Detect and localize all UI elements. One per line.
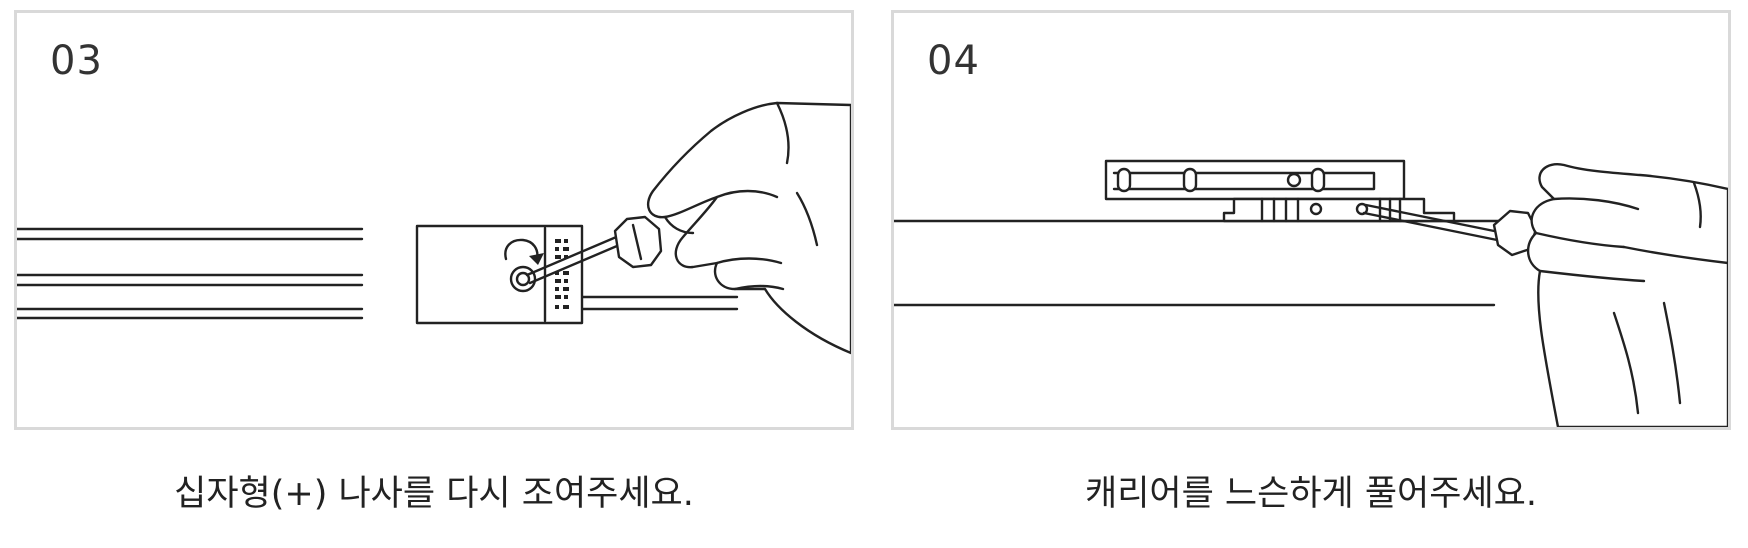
step-04-panel: 04 xyxy=(891,10,1731,430)
hand xyxy=(1527,163,1728,427)
step-number: 03 xyxy=(50,38,103,84)
rail xyxy=(17,227,739,320)
step-03-caption: 십자형(+) 나사를 다시 조여주세요. xyxy=(174,474,694,514)
carrier-bracket xyxy=(1104,159,1456,223)
screwdriver xyxy=(525,215,663,285)
screw xyxy=(509,265,537,293)
rotation-arrow-icon xyxy=(504,238,544,265)
step-04-caption: 캐리어를 느슨하게 풀어주세요. xyxy=(1085,474,1537,514)
step-number: 04 xyxy=(927,38,980,84)
screw-tighten-illustration xyxy=(17,101,851,355)
hand xyxy=(646,101,851,355)
carrier-loosen-illustration xyxy=(894,159,1728,427)
step-03-panel: 03 xyxy=(14,10,854,430)
carrier-block xyxy=(415,224,584,325)
